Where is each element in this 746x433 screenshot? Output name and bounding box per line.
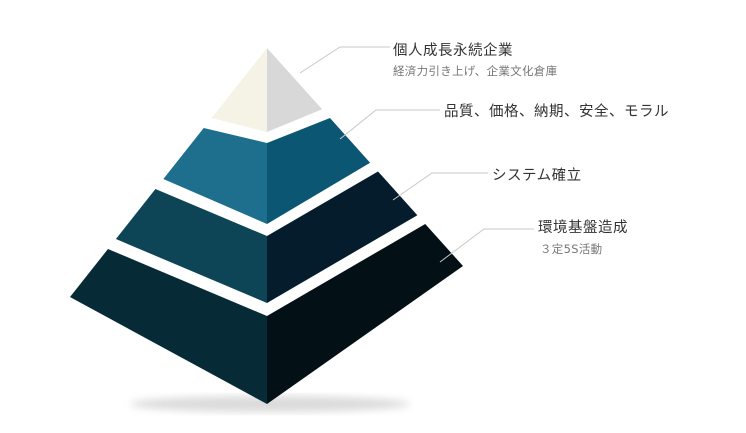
tier-3-leader-line: [392, 172, 488, 201]
tier-3-left-face: [115, 189, 268, 303]
tier-2-title: 品質、価格、納期、安全、モラル: [444, 104, 669, 120]
tier-3-right-face: [267, 171, 418, 303]
ground-shadow: [130, 396, 410, 412]
pyramid-tiers: [70, 48, 463, 404]
tier-4-right-face: [267, 223, 463, 404]
tier-4-leader-line: [439, 228, 534, 263]
tier-4-left-face: [70, 249, 267, 404]
tier-1-subtitle: 経済力引き上げ、企業文化倉庫: [393, 64, 558, 78]
tier-1-left-face: [211, 48, 267, 132]
tier-4-title: 環境基盤造成: [538, 220, 628, 236]
pyramid-shadow: [130, 396, 410, 412]
tier-2-left-face: [163, 128, 267, 224]
tier-1-right-face: [267, 48, 323, 132]
tier-4-subtitle: ３定5S活動: [540, 242, 603, 256]
tier-2-leader-line: [339, 109, 440, 140]
tier-3-title: システム確立: [492, 168, 582, 184]
tier-2-right-face: [267, 118, 371, 224]
tier-1-title: 個人成長永続企業: [393, 43, 513, 59]
tier-1-leader-line: [299, 46, 390, 74]
leader-lines: [299, 46, 534, 263]
